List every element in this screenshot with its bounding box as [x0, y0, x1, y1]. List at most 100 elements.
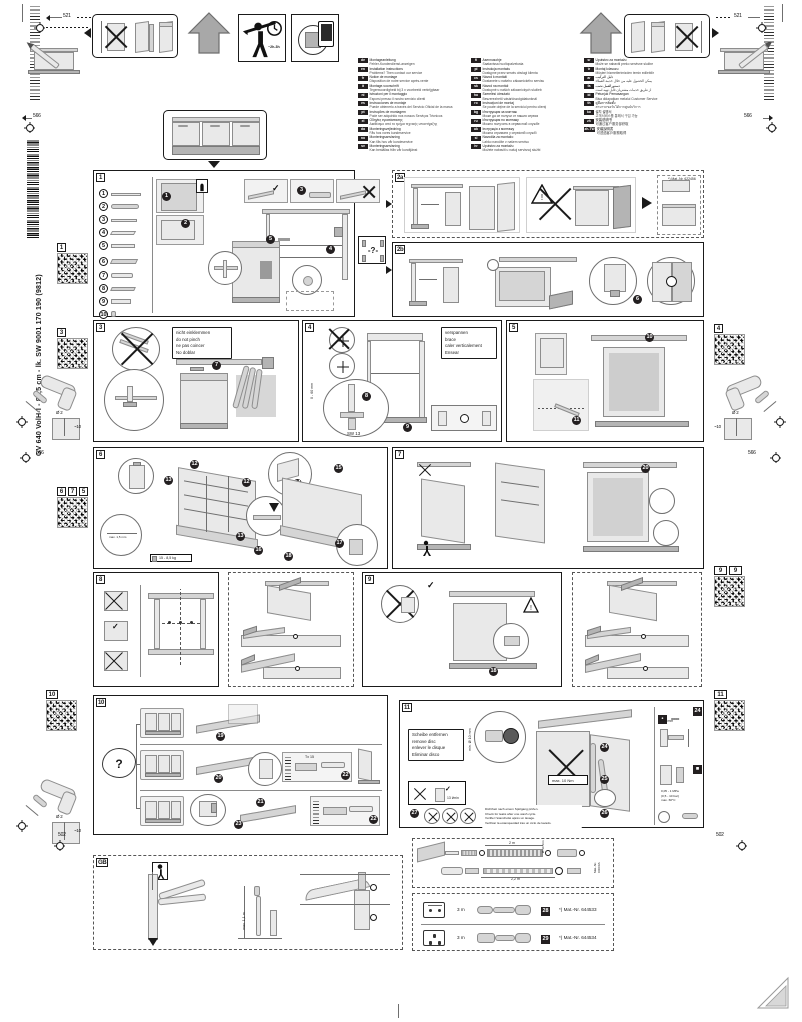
hose-dim-2m: 2 m	[509, 841, 515, 845]
panel-11-bottom-right-icons	[658, 809, 702, 825]
panel-9-step-badge: 18	[489, 667, 498, 676]
time-label: ~2h-3h	[268, 45, 280, 49]
step-2-badge: 2	[181, 219, 190, 228]
panel-11-dim-badge: 24	[693, 707, 702, 716]
qr-code-10[interactable]	[46, 700, 77, 731]
qr-code-11[interactable]	[714, 700, 745, 731]
target-ring-right-mid	[771, 453, 780, 462]
language-code-badge: es	[358, 101, 368, 107]
panel-4-main	[357, 331, 443, 437]
dim-566-right-mid: 566	[748, 450, 756, 456]
language-code-badge: ru	[471, 118, 481, 124]
panel-8-extra-bottom	[241, 653, 349, 681]
panel-9-extra	[572, 572, 702, 687]
panel-6-step15-badge: 15	[334, 464, 343, 473]
language-code-badge: da	[358, 127, 368, 133]
panel-3-cross	[114, 327, 160, 371]
panel-11-torque: max. 10 Nm	[552, 778, 574, 783]
panel-6-step13b-badge: 13	[236, 532, 245, 541]
panel-2b: 2b 6	[392, 242, 704, 317]
panel-1-check-box: ✓	[244, 179, 288, 203]
qr-code-567[interactable]	[57, 497, 88, 528]
pointer-right-pictogram	[712, 28, 719, 38]
panel-2a-arrow	[642, 197, 652, 209]
panel-10-question-label: ?	[115, 757, 123, 771]
panel-6-step13a-badge: 13	[164, 476, 173, 485]
hose-diam: Ø 10 mm	[541, 840, 545, 853]
target-ring-left-mid	[21, 453, 30, 462]
panel-6-weight-label: 15 - 8,5 kg	[150, 554, 192, 562]
panel-6-step12a-badge: 12	[190, 460, 199, 469]
panel-7: 7 19 20	[392, 447, 704, 569]
language-code-badge: sv	[358, 144, 368, 150]
cordless-screwdriver-right: Ø 2 ~10	[712, 373, 790, 450]
panel-6-step12b-badge: 12	[242, 478, 251, 487]
panel-5-step10-badge: 10	[645, 333, 654, 342]
cross-icon-1	[361, 184, 377, 200]
question-arrow-bottom	[386, 266, 392, 274]
panel-2a-sub-2: !	[526, 177, 636, 233]
panel-7-left	[411, 458, 481, 558]
panel-4-cross	[325, 325, 353, 353]
panel-4-dim: 0 - 60 mm	[310, 382, 314, 399]
panel-11-right-divider	[654, 707, 655, 825]
dim-502-right: 502	[716, 832, 724, 838]
panel-7-mid-panel	[489, 462, 555, 554]
step-5-badge: 5	[266, 235, 275, 244]
panel-10-side-2	[356, 748, 384, 788]
panel-8-option-1	[100, 587, 134, 615]
cord-length-1: 3 m	[457, 907, 465, 912]
qr-code-9[interactable]	[714, 576, 745, 607]
app-scan-pictogram	[291, 14, 339, 62]
cabinet-front-illustration	[163, 110, 267, 160]
panel-6-step18-badge: 18	[284, 552, 293, 561]
language-text: คู่มือการติดตั้งสามารถขอรับได้จากศูนย์บร…	[595, 101, 641, 110]
panel-5-label-card	[535, 333, 567, 375]
guide-line-top-left	[22, 4, 23, 22]
language-code-badge: uk	[471, 127, 481, 133]
panel-11-pipe-diagram	[658, 725, 702, 751]
worktop-pencil-illustration-right	[712, 38, 786, 82]
qr-code-4[interactable]	[714, 334, 745, 365]
panel-11-step25-badge: 25	[600, 775, 609, 784]
panel-10-detail-3	[190, 794, 226, 826]
language-code-badge: el	[358, 118, 368, 124]
panel-5-detail: 11	[533, 379, 589, 431]
dim-521-right-label: 521	[734, 13, 742, 19]
panel-4-step9-badge: 9	[403, 423, 412, 432]
qr-code-1[interactable]	[57, 253, 88, 284]
qr-code-3[interactable]	[57, 338, 88, 369]
panel-1: 1 1 2 3 4 5 6 7 8 9 10 1 2	[93, 170, 380, 320]
cord-drawing-1	[477, 902, 533, 918]
hose-dim-22m: 2,2 m	[511, 877, 520, 881]
language-code-badge: fa	[584, 84, 594, 90]
qr-label-4: 4	[714, 324, 723, 333]
installer-time-pictogram: ~2h-3h	[238, 14, 286, 62]
cord-mat-2: *) Mat.-Nr. 644534	[559, 935, 597, 940]
panel-10-variant-2-thumb	[140, 750, 184, 780]
up-arrow-left	[186, 10, 232, 56]
target-ring-right-bottom	[767, 123, 776, 132]
target-ring-left-bottom	[25, 123, 34, 132]
panel-5-main: 10	[575, 331, 697, 437]
panel-11-dim-top: • ▸▸▸▸ 24	[658, 707, 702, 724]
